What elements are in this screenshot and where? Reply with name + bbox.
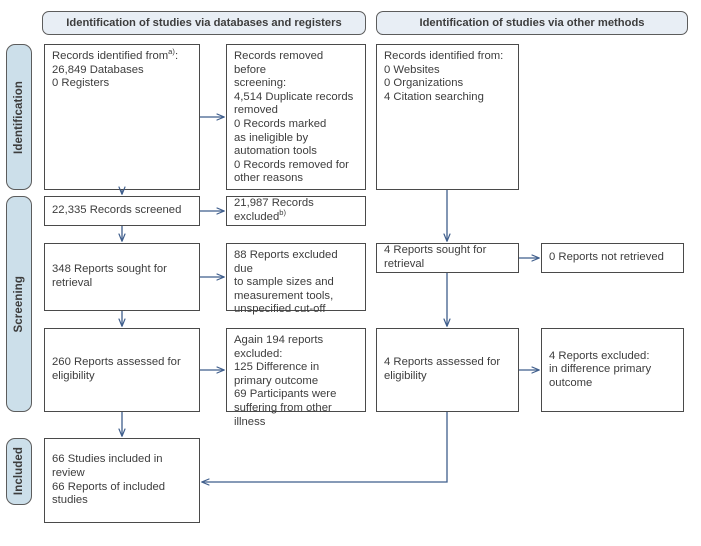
node-other-reports-sought-for-retrieval: 4 Reports sought for retrieval bbox=[376, 243, 519, 273]
node-reports-excluded-eligibility: Again 194 reports excluded: 125 Differen… bbox=[226, 328, 366, 428]
node-other-reports-excluded-text: 4 Reports excluded: in difference primar… bbox=[549, 349, 652, 389]
node-reports-sought-for-retrieval: 348 Reports sought for retrieval bbox=[44, 243, 200, 311]
node-records-excluded-text: 21,987 Records excludedb) bbox=[234, 197, 314, 223]
stage-label-screening-text: Screening bbox=[13, 275, 25, 333]
node-records-excluded: 21,987 Records excludedb) bbox=[226, 196, 366, 226]
node-records-screened-text: 22,335 Records screened bbox=[52, 204, 182, 217]
node-reports-assessed-for-eligibility-text: 260 Reports assessed for eligibility bbox=[52, 356, 181, 382]
stage-label-identification: Identification bbox=[6, 44, 32, 190]
stage-label-screening: Screening bbox=[6, 196, 32, 412]
node-other-reports-not-retrieved-text: 0 Reports not retrieved bbox=[549, 251, 664, 264]
node-other-reports-sought-for-retrieval-text: 4 Reports sought for retrieval bbox=[384, 244, 487, 270]
node-other-reports-not-retrieved: 0 Reports not retrieved bbox=[541, 243, 684, 273]
stage-label-included: Included bbox=[6, 438, 32, 505]
node-records-identified-from: Records identified froma): 26,849 Databa… bbox=[44, 44, 200, 190]
node-reports-sought-for-retrieval-text: 348 Reports sought for retrieval bbox=[52, 263, 167, 289]
node-records-removed-before-screening: Records removed before screening: 4,514 … bbox=[226, 44, 366, 190]
section-header-databases: Identification of studies via databases … bbox=[42, 11, 366, 35]
section-header-other-methods-label: Identification of studies via other meth… bbox=[419, 17, 645, 29]
node-other-reports-excluded: 4 Reports excluded: in difference primar… bbox=[541, 328, 684, 412]
node-other-reports-assessed-for-eligibility: 4 Reports assessed for eligibility bbox=[376, 328, 519, 412]
section-header-other-methods: Identification of studies via other meth… bbox=[376, 11, 688, 35]
node-records-identified-other-methods-text: Records identified from: 0 Websites 0 Or… bbox=[384, 50, 504, 103]
node-records-removed-before-screening-text: Records removed before screening: 4,514 … bbox=[234, 50, 354, 185]
section-header-databases-label: Identification of studies via databases … bbox=[66, 17, 342, 29]
node-studies-included-in-review-text: 66 Studies included in review 66 Reports… bbox=[52, 453, 166, 507]
node-records-identified-other-methods: Records identified from: 0 Websites 0 Or… bbox=[376, 44, 519, 190]
node-reports-excluded-sample-sizes-text: 88 Reports excluded due to sample sizes … bbox=[234, 249, 338, 316]
stage-label-identification-text: Identification bbox=[13, 80, 25, 154]
node-studies-included-in-review: 66 Studies included in review 66 Reports… bbox=[44, 438, 200, 523]
node-other-reports-assessed-for-eligibility-text: 4 Reports assessed for eligibility bbox=[384, 356, 501, 382]
stage-label-included-text: Included bbox=[13, 447, 25, 496]
node-records-identified-from-text: Records identified froma): 26,849 Databa… bbox=[52, 47, 179, 90]
node-reports-excluded-eligibility-text: Again 194 reports excluded: 125 Differen… bbox=[234, 334, 337, 428]
node-records-screened: 22,335 Records screened bbox=[44, 196, 200, 226]
node-reports-assessed-for-eligibility: 260 Reports assessed for eligibility bbox=[44, 328, 200, 412]
node-reports-excluded-sample-sizes: 88 Reports excluded due to sample sizes … bbox=[226, 243, 366, 315]
